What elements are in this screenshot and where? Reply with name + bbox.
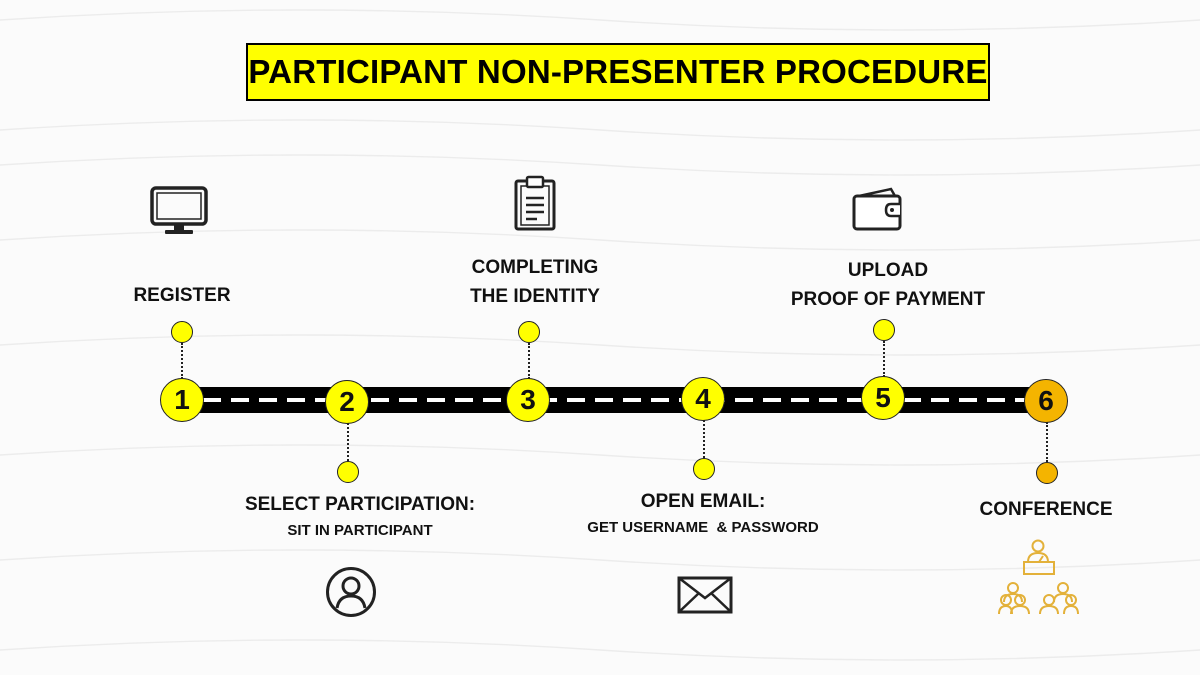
step-6-dot bbox=[1036, 462, 1058, 484]
step-1-dot bbox=[171, 321, 193, 343]
step-1-marker: 1 bbox=[160, 378, 204, 422]
step-4-sublabel: GET USERNAME & PASSWORD bbox=[587, 519, 819, 536]
step-1-connector bbox=[181, 343, 183, 379]
timeline-road bbox=[175, 387, 1047, 413]
step-2-sublabel: SIT IN PARTICIPANT bbox=[287, 522, 433, 539]
step-5-label: UPLOAD PROOF OF PAYMENT bbox=[791, 256, 985, 314]
step-3-label-line-1: COMPLETING bbox=[471, 257, 599, 278]
step-2-dot bbox=[337, 461, 359, 483]
step-4-connector bbox=[703, 420, 705, 458]
step-6-number: 6 bbox=[1038, 385, 1054, 416]
step-5-connector bbox=[883, 341, 885, 377]
step-1-label: REGISTER bbox=[133, 281, 230, 310]
step-4-label: OPEN EMAIL: bbox=[641, 487, 766, 516]
envelope-icon bbox=[677, 576, 733, 614]
step-3-label-line-2: THE IDENTITY bbox=[470, 286, 600, 307]
page-title: PARTICIPANT NON-PRESENTER PROCEDURE bbox=[248, 53, 988, 90]
step-5-dot bbox=[873, 319, 895, 341]
step-3-connector bbox=[528, 343, 530, 379]
step-4-label-line-1: OPEN EMAIL: bbox=[640, 491, 766, 512]
wallet-icon bbox=[852, 187, 902, 231]
step-2-marker: 2 bbox=[325, 380, 369, 424]
step-3-number: 3 bbox=[520, 384, 536, 415]
step-2-connector bbox=[347, 423, 349, 461]
road-lane-markings bbox=[175, 398, 1047, 402]
step-6-label-line-1: CONFERENCE bbox=[979, 499, 1113, 520]
step-1-number: 1 bbox=[174, 384, 190, 415]
step-6-connector bbox=[1046, 422, 1048, 462]
clipboard-icon bbox=[514, 175, 556, 231]
step-3-marker: 3 bbox=[506, 378, 550, 422]
step-6-marker: 6 bbox=[1024, 379, 1068, 423]
step-1-label-line-1: REGISTER bbox=[133, 285, 231, 306]
step-3-dot bbox=[518, 321, 540, 343]
step-3-label: COMPLETING THE IDENTITY bbox=[470, 253, 600, 311]
step-4-marker: 4 bbox=[681, 377, 725, 421]
step-4-dot bbox=[693, 458, 715, 480]
conference-audience-icon bbox=[998, 539, 1079, 615]
user-icon bbox=[326, 567, 376, 617]
step-5-marker: 5 bbox=[861, 376, 905, 420]
step-5-label-line-1: UPLOAD bbox=[847, 260, 929, 281]
title-banner: PARTICIPANT NON-PRESENTER PROCEDURE bbox=[246, 43, 990, 101]
step-2-label: SELECT PARTICIPATION: bbox=[245, 490, 475, 519]
desktop-monitor-icon bbox=[150, 186, 208, 234]
step-2-number: 2 bbox=[339, 386, 355, 417]
step-5-number: 5 bbox=[875, 382, 891, 413]
step-6-label: CONFERENCE bbox=[979, 495, 1112, 524]
step-5-label-line-2: PROOF OF PAYMENT bbox=[790, 289, 986, 310]
step-2-label-line-1: SELECT PARTICIPATION: bbox=[244, 494, 476, 515]
step-4-number: 4 bbox=[695, 383, 711, 414]
